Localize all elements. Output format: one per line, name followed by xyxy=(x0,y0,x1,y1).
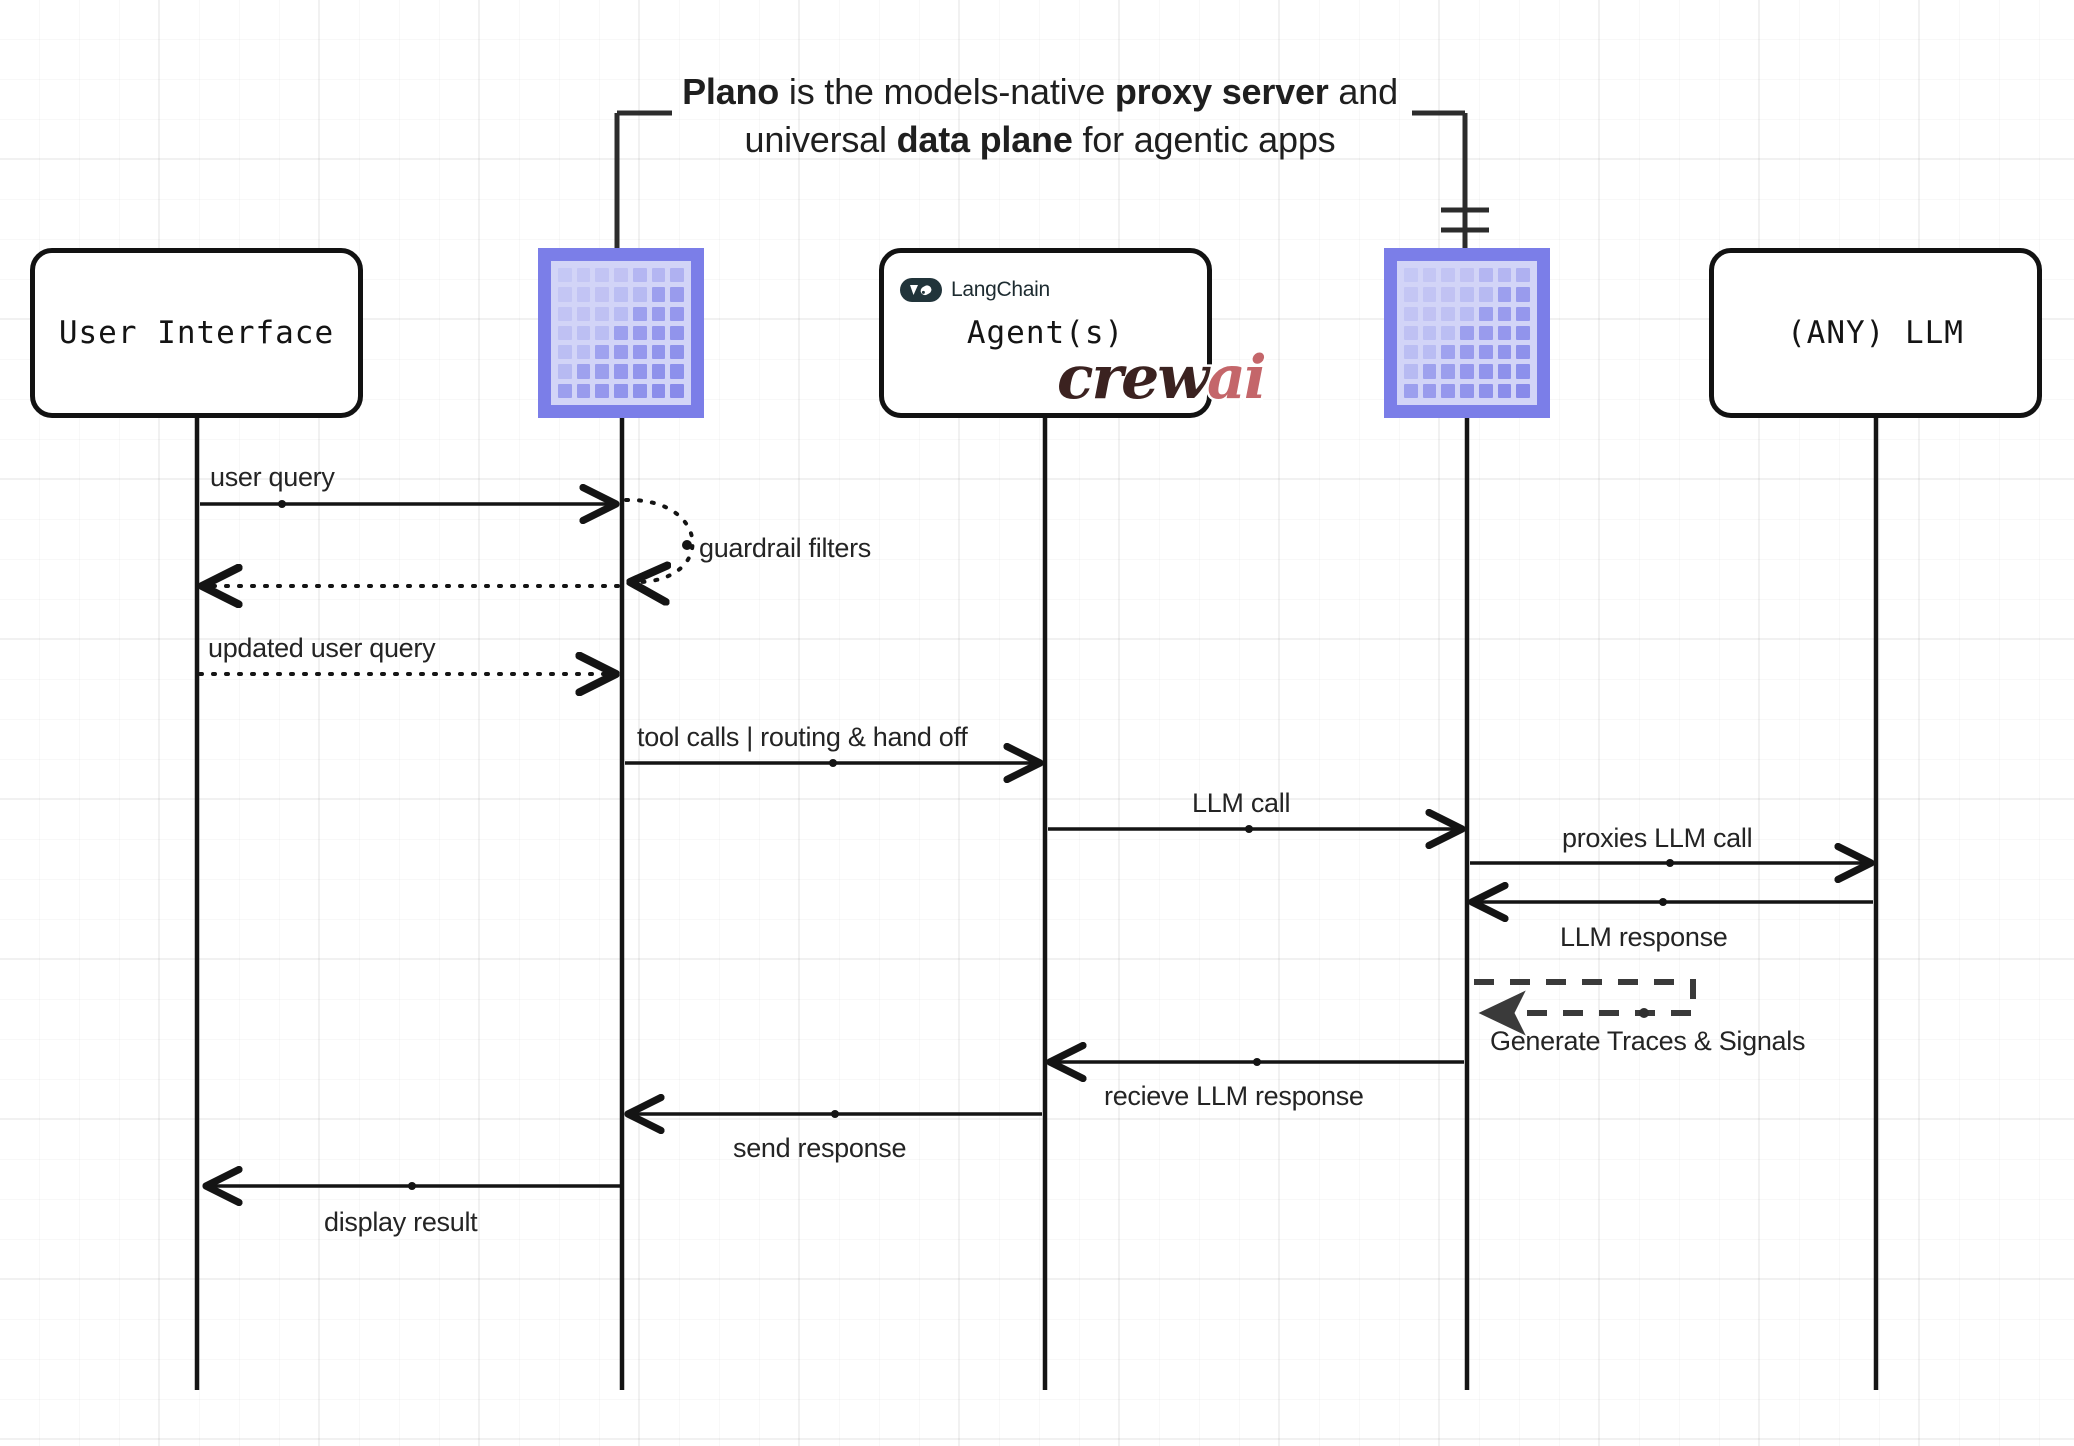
arrow-user-query xyxy=(200,500,616,508)
arrow-guardrail-filters xyxy=(624,497,695,582)
message-label-user-query: user query xyxy=(210,462,335,492)
message-label-updated-user-query: updated user query xyxy=(208,633,436,663)
langchain-parrot-icon xyxy=(900,278,942,302)
participant-any-llm[interactable]: (ANY) LLM xyxy=(1709,248,2042,418)
message-label-tool-calls: tool calls | routing & hand off xyxy=(637,722,968,752)
message-label-proxies-llm-call: proxies LLM call xyxy=(1562,823,1753,853)
lifelines xyxy=(194,418,1879,1390)
arrow-llm-response xyxy=(1472,898,1873,906)
participant-user-interface-label: User Interface xyxy=(58,315,335,351)
crewai-label-crew: crew xyxy=(1055,343,1212,413)
message-label-display-result: display result xyxy=(324,1207,478,1237)
langchain-logo: LangChain xyxy=(900,278,1050,302)
diagram-title: Plano is the models-native proxy server … xyxy=(560,68,1520,163)
participant-plano-left[interactable] xyxy=(538,248,704,418)
title-connector-right xyxy=(1412,110,1489,250)
message-label-llm-response: LLM response xyxy=(1560,922,1728,952)
title-line2-post: for agentic apps xyxy=(1072,118,1336,160)
participant-any-llm-label: (ANY) LLM xyxy=(1787,315,1964,351)
title-bold-proxy-server: proxy server xyxy=(1114,71,1329,112)
arrow-proxies-llm-call xyxy=(1470,859,1871,867)
arrow-send-response xyxy=(628,1110,1042,1118)
langchain-label: LangChain xyxy=(951,278,1050,301)
crewai-label-ai: ai xyxy=(1204,343,1269,413)
participant-agents-label: Agent(s) xyxy=(966,315,1125,351)
arrow-generate-traces xyxy=(1474,979,1696,1036)
message-label-llm-call: LLM call xyxy=(1192,788,1291,818)
plano-logo-grid-left xyxy=(551,261,691,405)
generate-traces-dot xyxy=(1639,1008,1649,1018)
message-label-generate-traces: Generate Traces & Signals xyxy=(1490,1026,1806,1056)
title-bold-data-plane: data plane xyxy=(896,118,1073,160)
participant-user-interface[interactable]: User Interface xyxy=(30,248,363,418)
message-label-guardrail-filters: guardrail filters xyxy=(699,533,871,563)
plano-logo-grid-right xyxy=(1397,261,1537,405)
arrow-recieve-llm-response xyxy=(1050,1058,1464,1066)
title-line1-mid: is the models-native xyxy=(779,71,1115,112)
arrow-tool-calls xyxy=(625,759,1040,767)
title-connector-left xyxy=(614,110,672,250)
message-label-recieve-llm-response: recieve LLM response xyxy=(1104,1081,1364,1111)
arrow-display-result xyxy=(206,1182,620,1190)
message-label-send-response: send response xyxy=(733,1133,907,1163)
title-line2-pre: universal xyxy=(744,118,897,160)
diagram-title-line-1: Plano is the models-native proxy server … xyxy=(560,68,1520,116)
participant-plano-right[interactable] xyxy=(1384,248,1550,418)
crewai-logo: crewai xyxy=(1055,346,1270,411)
title-line1-post: and xyxy=(1328,71,1398,112)
title-bold-plano: Plano xyxy=(682,71,780,112)
arrow-llm-call xyxy=(1048,825,1462,833)
guardrail-filters-dot xyxy=(682,540,692,550)
diagram-title-line-2: universal data plane for agentic apps xyxy=(560,116,1520,164)
participant-agents[interactable]: Agent(s) xyxy=(879,248,1212,418)
